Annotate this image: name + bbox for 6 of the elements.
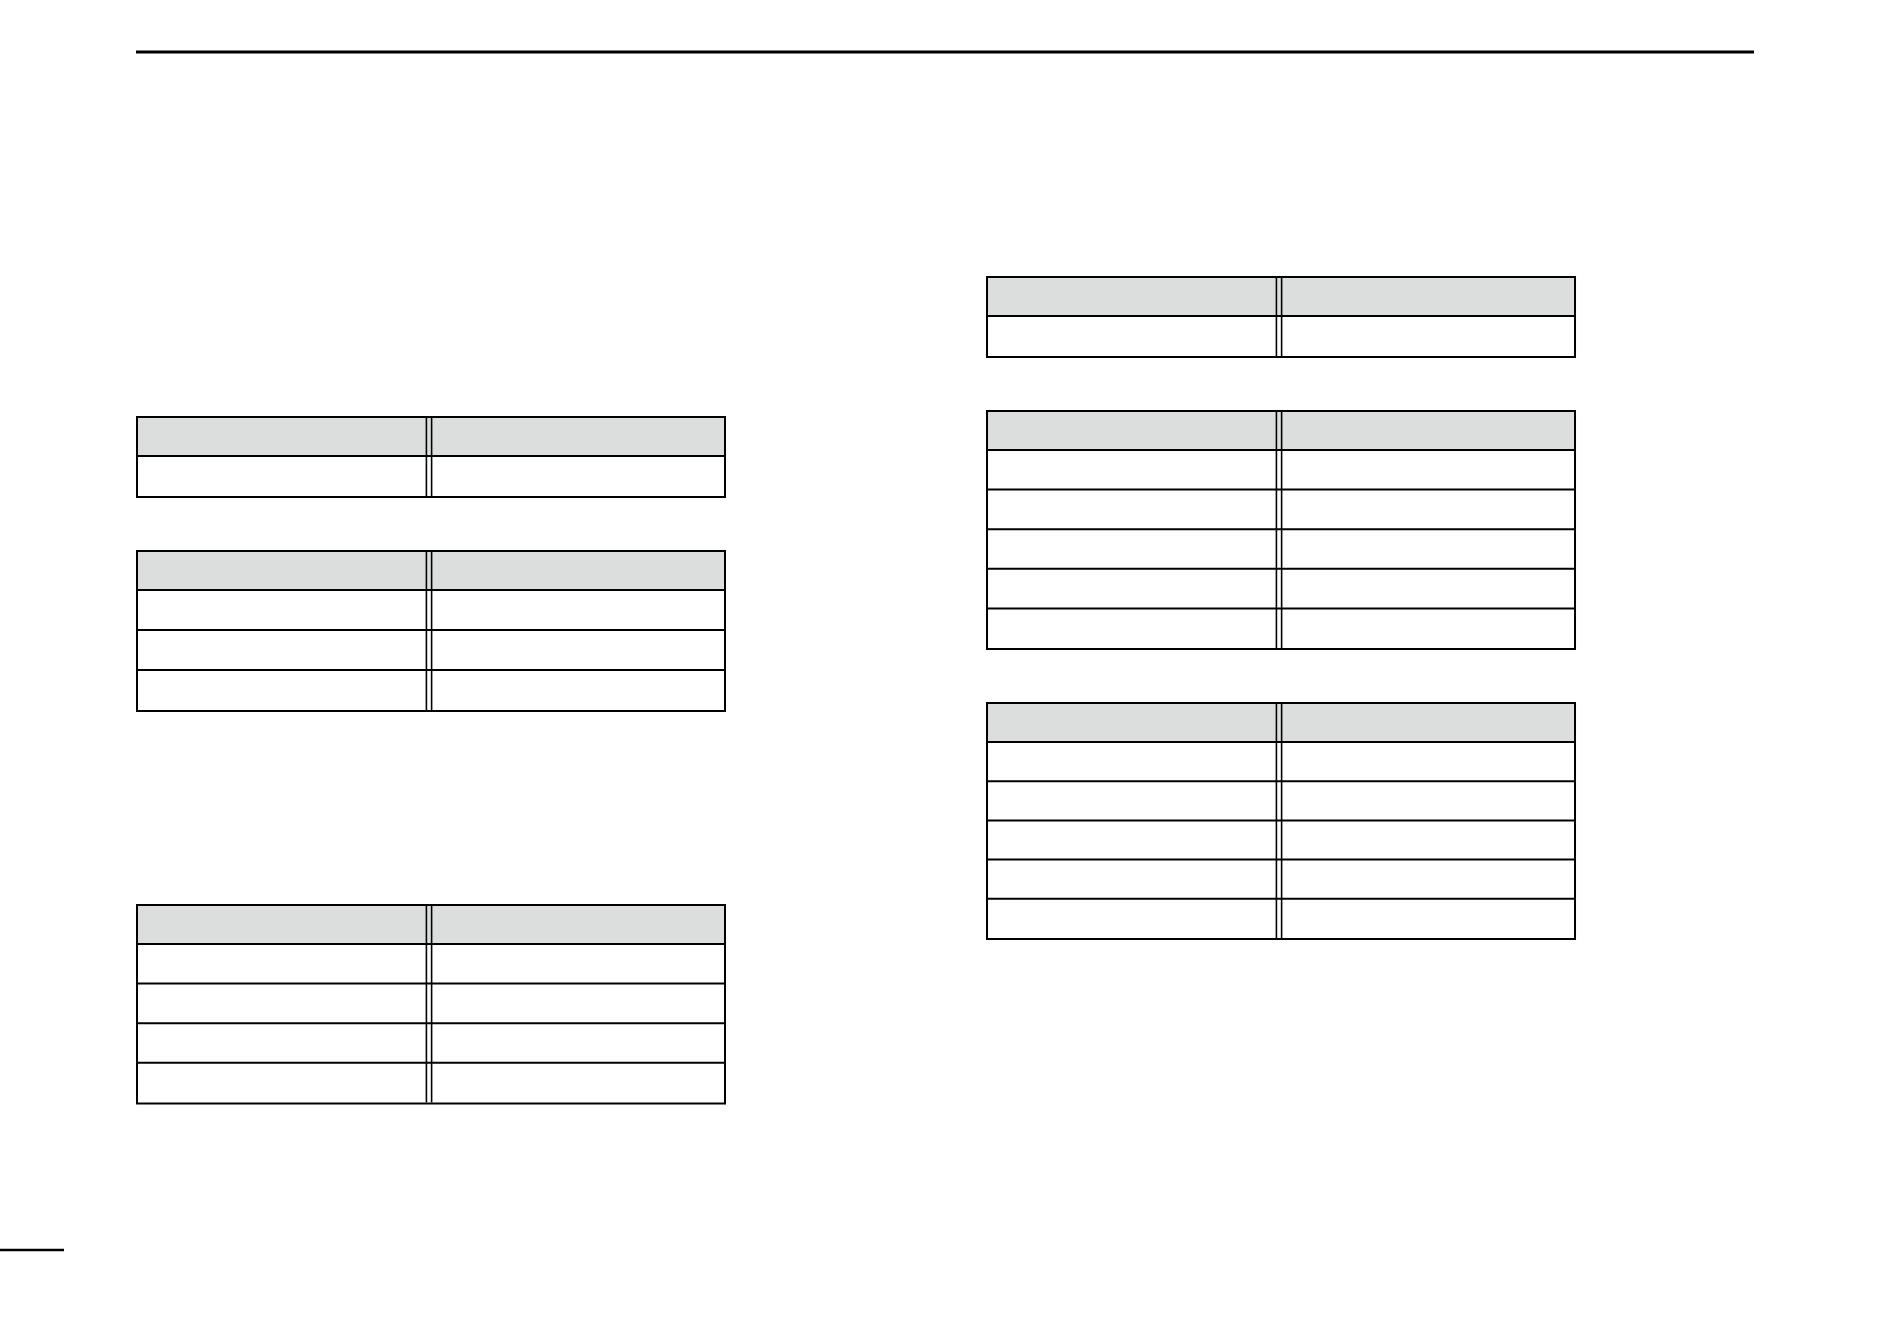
table bbox=[985, 701, 1576, 940]
table bbox=[135, 415, 726, 498]
table bbox=[985, 275, 1576, 358]
table bbox=[985, 409, 1576, 650]
table bbox=[135, 549, 726, 712]
table bbox=[135, 903, 726, 1105]
